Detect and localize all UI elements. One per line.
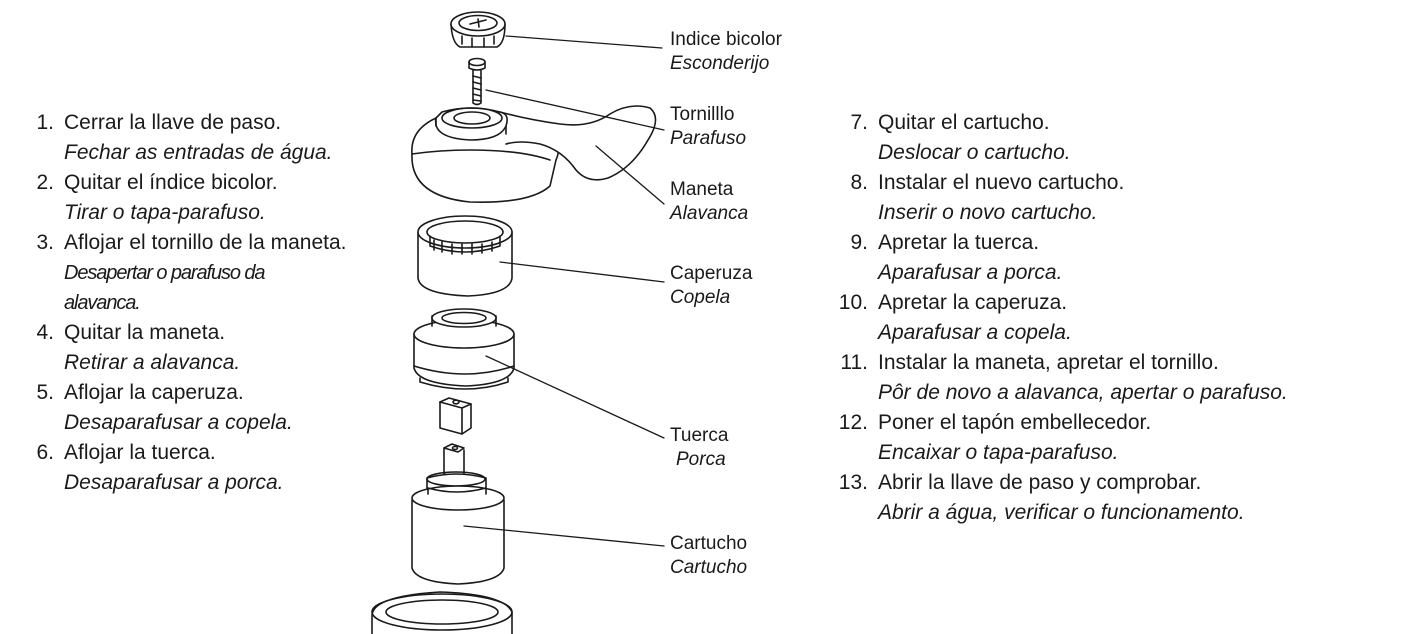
step-number: 3.	[36, 231, 54, 254]
step-text-pt: Aparafusar a copela.	[878, 321, 1072, 344]
index-cap-part	[450, 11, 506, 48]
part-name-pt: Esconderijo	[670, 53, 770, 74]
step-item: 4. Quitar la maneta. Retirar a alavanca.	[36, 318, 347, 378]
part-name-es: Caperuza	[670, 263, 753, 284]
step-number: 6.	[36, 441, 54, 464]
step-item: 2. Quitar el índice bicolor. Tirar o tap…	[36, 168, 347, 228]
step-item: 9. Apretar la tuerca. Aparafusar a porca…	[850, 228, 1288, 288]
step-number: 2.	[36, 171, 54, 194]
step-text-es: Abrir la llave de paso y comprobar.	[878, 471, 1202, 494]
step-number: 12.	[838, 411, 868, 434]
step-item: 7. Quitar el cartucho. Deslocar o cartuc…	[850, 108, 1288, 168]
step-text-es: Quitar el cartucho.	[878, 111, 1050, 134]
part-name-pt: Parafuso	[670, 128, 747, 149]
part-label-cap-sleeve: Caperuza Copela	[670, 262, 752, 310]
handle-part	[411, 105, 657, 203]
part-label-nut: Tuerca Porca	[670, 424, 728, 472]
step-text-pt: Abrir a água, verificar o funcionamento.	[878, 501, 1245, 524]
screw-part	[468, 57, 486, 106]
step-text-pt: Fechar as entradas de água.	[64, 141, 333, 164]
step-number: 7.	[850, 111, 868, 134]
step-number: 8.	[850, 171, 868, 194]
part-name-es: Maneta	[670, 179, 734, 200]
part-name-pt: Cartucho	[670, 557, 748, 578]
step-item: 8. Instalar el nuevo cartucho. Inserir o…	[850, 168, 1288, 228]
step-number: 9.	[850, 231, 868, 254]
faucet-body-part	[371, 591, 513, 634]
step-item: 6. Aflojar la tuerca. Desaparafusar a po…	[36, 438, 347, 498]
cap-sleeve-part	[417, 215, 513, 297]
step-item: 11. Instalar la maneta, apretar el torni…	[840, 348, 1288, 408]
leader-lines	[463, 35, 665, 547]
part-name-es: Tornilllo	[670, 104, 735, 125]
part-label-screw: Tornilllo Parafuso	[670, 103, 746, 151]
part-label-cartridge: Cartucho Cartucho	[670, 532, 747, 580]
step-text-es: Instalar el nuevo cartucho.	[878, 171, 1125, 194]
part-name-pt: Porca	[676, 449, 726, 470]
step-text-pt: Deslocar o cartucho.	[878, 141, 1071, 164]
step-text-pt: Inserir o novo cartucho.	[878, 201, 1098, 224]
step-item: 13. Abrir la llave de paso y comprobar. …	[839, 468, 1288, 528]
part-name-pt: Alavanca	[670, 203, 749, 224]
nut-part	[413, 308, 515, 390]
step-text-pt: Desapertar o parafuso da	[64, 262, 266, 284]
step-text-pt: Tirar o tapa-parafuso.	[64, 201, 266, 224]
step-number: 1.	[36, 111, 54, 134]
step-text-es: Aflojar la caperuza.	[64, 381, 244, 404]
step-text-es: Quitar el índice bicolor.	[64, 171, 278, 194]
step-item: 3. Aflojar el tornillo de la maneta. Des…	[36, 228, 347, 318]
step-text-es: Quitar la maneta.	[64, 321, 226, 344]
step-number: 5.	[36, 381, 54, 404]
step-text-pt: Aparafusar a porca.	[878, 261, 1063, 284]
step-number: 10.	[838, 291, 868, 314]
step-text-es: Poner el tapón embellecedor.	[878, 411, 1152, 434]
step-item: 1. Cerrar la llave de paso. Fechar as en…	[36, 108, 347, 168]
adapter-part	[439, 397, 472, 435]
part-name-es: Cartucho	[670, 533, 748, 554]
step-text-es: Aflojar el tornillo de la maneta.	[64, 231, 347, 254]
step-text-pt: Retirar a alavanca.	[64, 351, 241, 374]
step-item: 5. Aflojar la caperuza. Desaparafusar a …	[36, 378, 347, 438]
step-item: 10. Apretar la caperuza. Aparafusar a co…	[839, 288, 1288, 348]
part-label-index-cap: Indice bicolor Esconderijo	[670, 28, 782, 76]
step-text-pt-cont: alavanca.	[64, 292, 141, 314]
step-text-pt: Pôr de novo a alavanca, apertar o parafu…	[878, 381, 1288, 404]
step-text-es: Apretar la tuerca.	[878, 231, 1040, 254]
part-label-handle: Maneta Alavanca	[670, 178, 748, 226]
part-name-es: Indice bicolor	[670, 29, 782, 50]
part-name-es: Tuerca	[670, 425, 729, 446]
cartridge-part	[411, 443, 505, 585]
step-text-pt: Encaixar o tapa-parafuso.	[878, 441, 1119, 464]
step-number: 4.	[36, 321, 54, 344]
step-text-es: Instalar la maneta, apretar el tornillo.	[878, 351, 1219, 374]
steps-list-right: 7. Quitar el cartucho. Deslocar o cartuc…	[839, 108, 1288, 528]
step-number: 13.	[838, 471, 868, 494]
step-item: 12. Poner el tapón embellecedor. Encaixa…	[839, 408, 1288, 468]
step-text-es: Apretar la caperuza.	[878, 291, 1068, 314]
step-text-es: Aflojar la tuerca.	[64, 441, 216, 464]
step-text-pt: Desaparafusar a porca.	[64, 471, 284, 494]
step-text-pt: Desaparafusar a copela.	[64, 411, 293, 434]
steps-list-left: 1. Cerrar la llave de paso. Fechar as en…	[36, 108, 347, 498]
step-text-es: Cerrar la llave de paso.	[64, 111, 282, 134]
part-name-pt: Copela	[670, 287, 731, 308]
step-number: 11.	[840, 351, 868, 374]
